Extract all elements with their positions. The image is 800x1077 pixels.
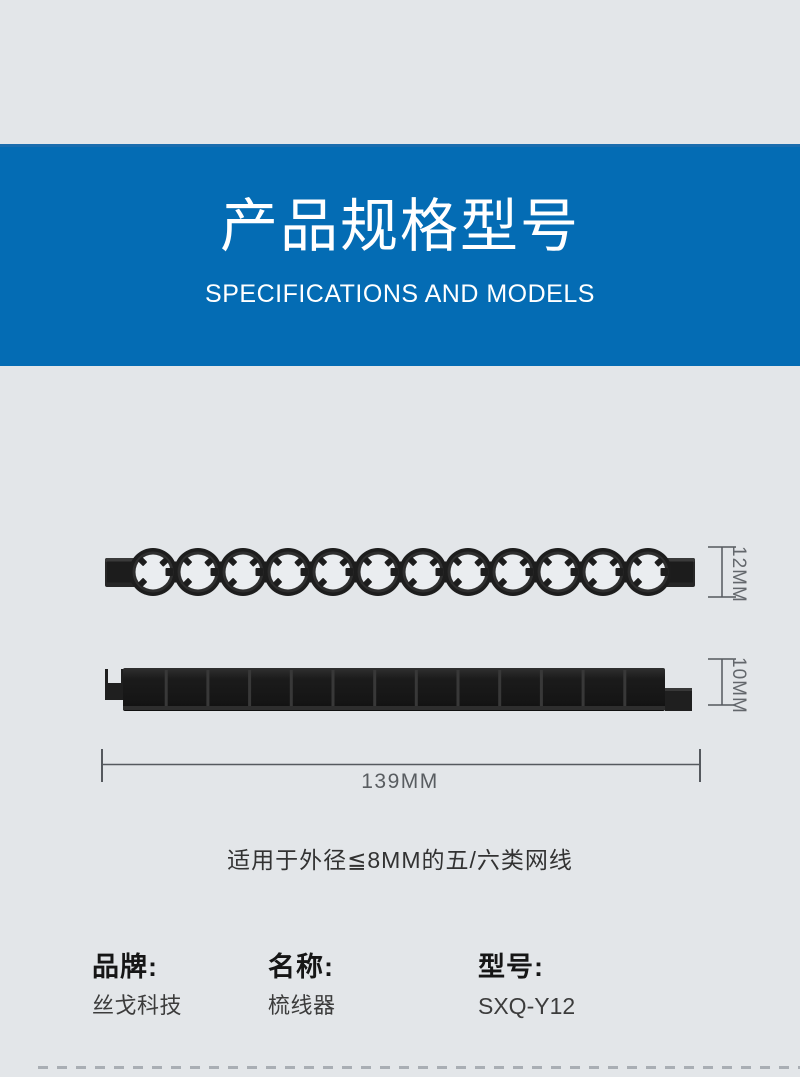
- brand-label: 品牌:: [92, 952, 158, 982]
- spec-model: 型号: SXQ-Y12: [478, 950, 575, 1019]
- cable-ring: [579, 548, 627, 596]
- cable-rings: [129, 548, 672, 596]
- spec-brand: 品牌: 丝戈科技: [92, 950, 182, 1019]
- dimension-label-10mm: 10MM: [728, 657, 749, 714]
- dimension-12mm-lines: [708, 546, 736, 598]
- page-title: 产品规格型号: [219, 194, 580, 259]
- cable-comb-diagram: [101, 546, 736, 782]
- side-rib: [164, 670, 168, 709]
- dimension-label-139mm: 139MM: [361, 770, 439, 793]
- side-rib: [248, 670, 252, 709]
- compatibility-note: 适用于外径≦8MM的五/六类网线: [227, 847, 573, 873]
- cable-ring: [129, 548, 177, 596]
- model-value: SXQ-Y12: [478, 993, 576, 1019]
- side-rib: [581, 670, 585, 709]
- comb-top-view: [105, 548, 695, 596]
- name-label: 名称:: [268, 952, 334, 982]
- cable-ring: [399, 548, 447, 596]
- dimension-label-12mm: 12MM: [728, 546, 749, 603]
- page-subtitle: SPECIFICATIONS AND MODELS: [205, 280, 595, 308]
- cable-ring: [534, 548, 582, 596]
- cable-ring: [624, 548, 672, 596]
- cable-ring: [219, 548, 267, 596]
- comb-side-view: [105, 668, 692, 711]
- side-rib: [498, 670, 502, 709]
- side-rib: [623, 670, 627, 709]
- dashed-divider: [38, 1066, 800, 1069]
- side-rib: [456, 670, 460, 709]
- side-rib: [414, 670, 418, 709]
- cable-ring: [174, 548, 222, 596]
- dimension-10mm-lines: [708, 658, 736, 706]
- cable-ring: [444, 548, 492, 596]
- side-rib: [539, 670, 543, 709]
- dimension-139mm-lines: [101, 749, 701, 782]
- side-rib: [373, 670, 377, 709]
- cable-ring: [264, 548, 312, 596]
- brand-value: 丝戈科技: [92, 993, 183, 1018]
- side-rib: [289, 670, 293, 709]
- header-banner: 产品规格型号 SPECIFICATIONS AND MODELS: [0, 144, 800, 366]
- model-label: 型号:: [478, 952, 544, 982]
- spec-name: 名称: 梳线器: [268, 950, 336, 1019]
- cable-ring: [354, 548, 402, 596]
- name-value: 梳线器: [268, 993, 336, 1018]
- cable-ring: [489, 548, 537, 596]
- cable-ring: [309, 548, 357, 596]
- side-rib: [331, 670, 335, 709]
- side-rib: [206, 670, 210, 709]
- side-ribs: [164, 670, 627, 709]
